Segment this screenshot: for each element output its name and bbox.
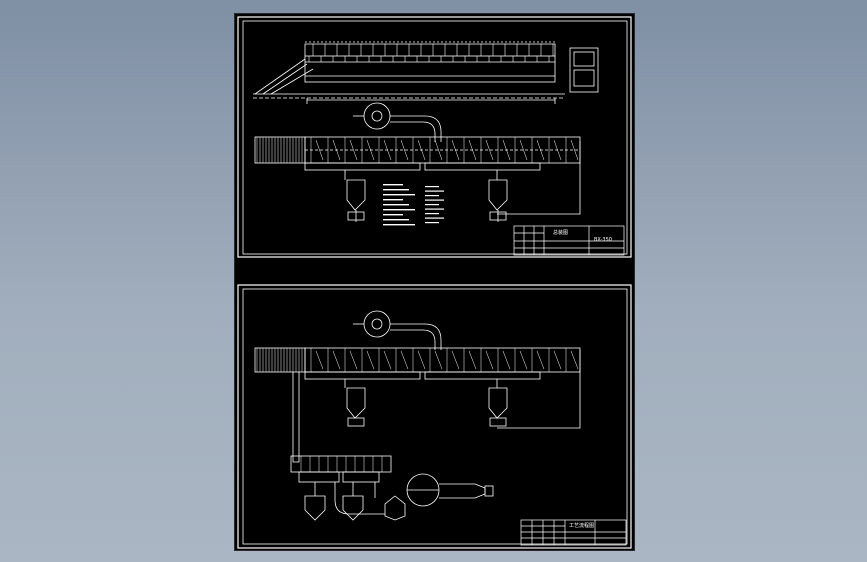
assembly-drawing: [237, 16, 632, 258]
sheet-assembly: 总装图 BX-350: [235, 14, 634, 260]
title-block-2-name: 工艺流程图: [569, 523, 595, 529]
title-block: [513, 225, 625, 256]
title-block-drawing-no: BX-350: [594, 237, 612, 243]
sheet-process-flow: 工艺流程图: [235, 284, 634, 550]
title-block-2: [520, 519, 627, 546]
title-block-name: 总装图: [553, 230, 569, 236]
drawing-preview[interactable]: 总装图 BX-350: [234, 13, 635, 551]
process-flow-drawing: [237, 284, 632, 549]
